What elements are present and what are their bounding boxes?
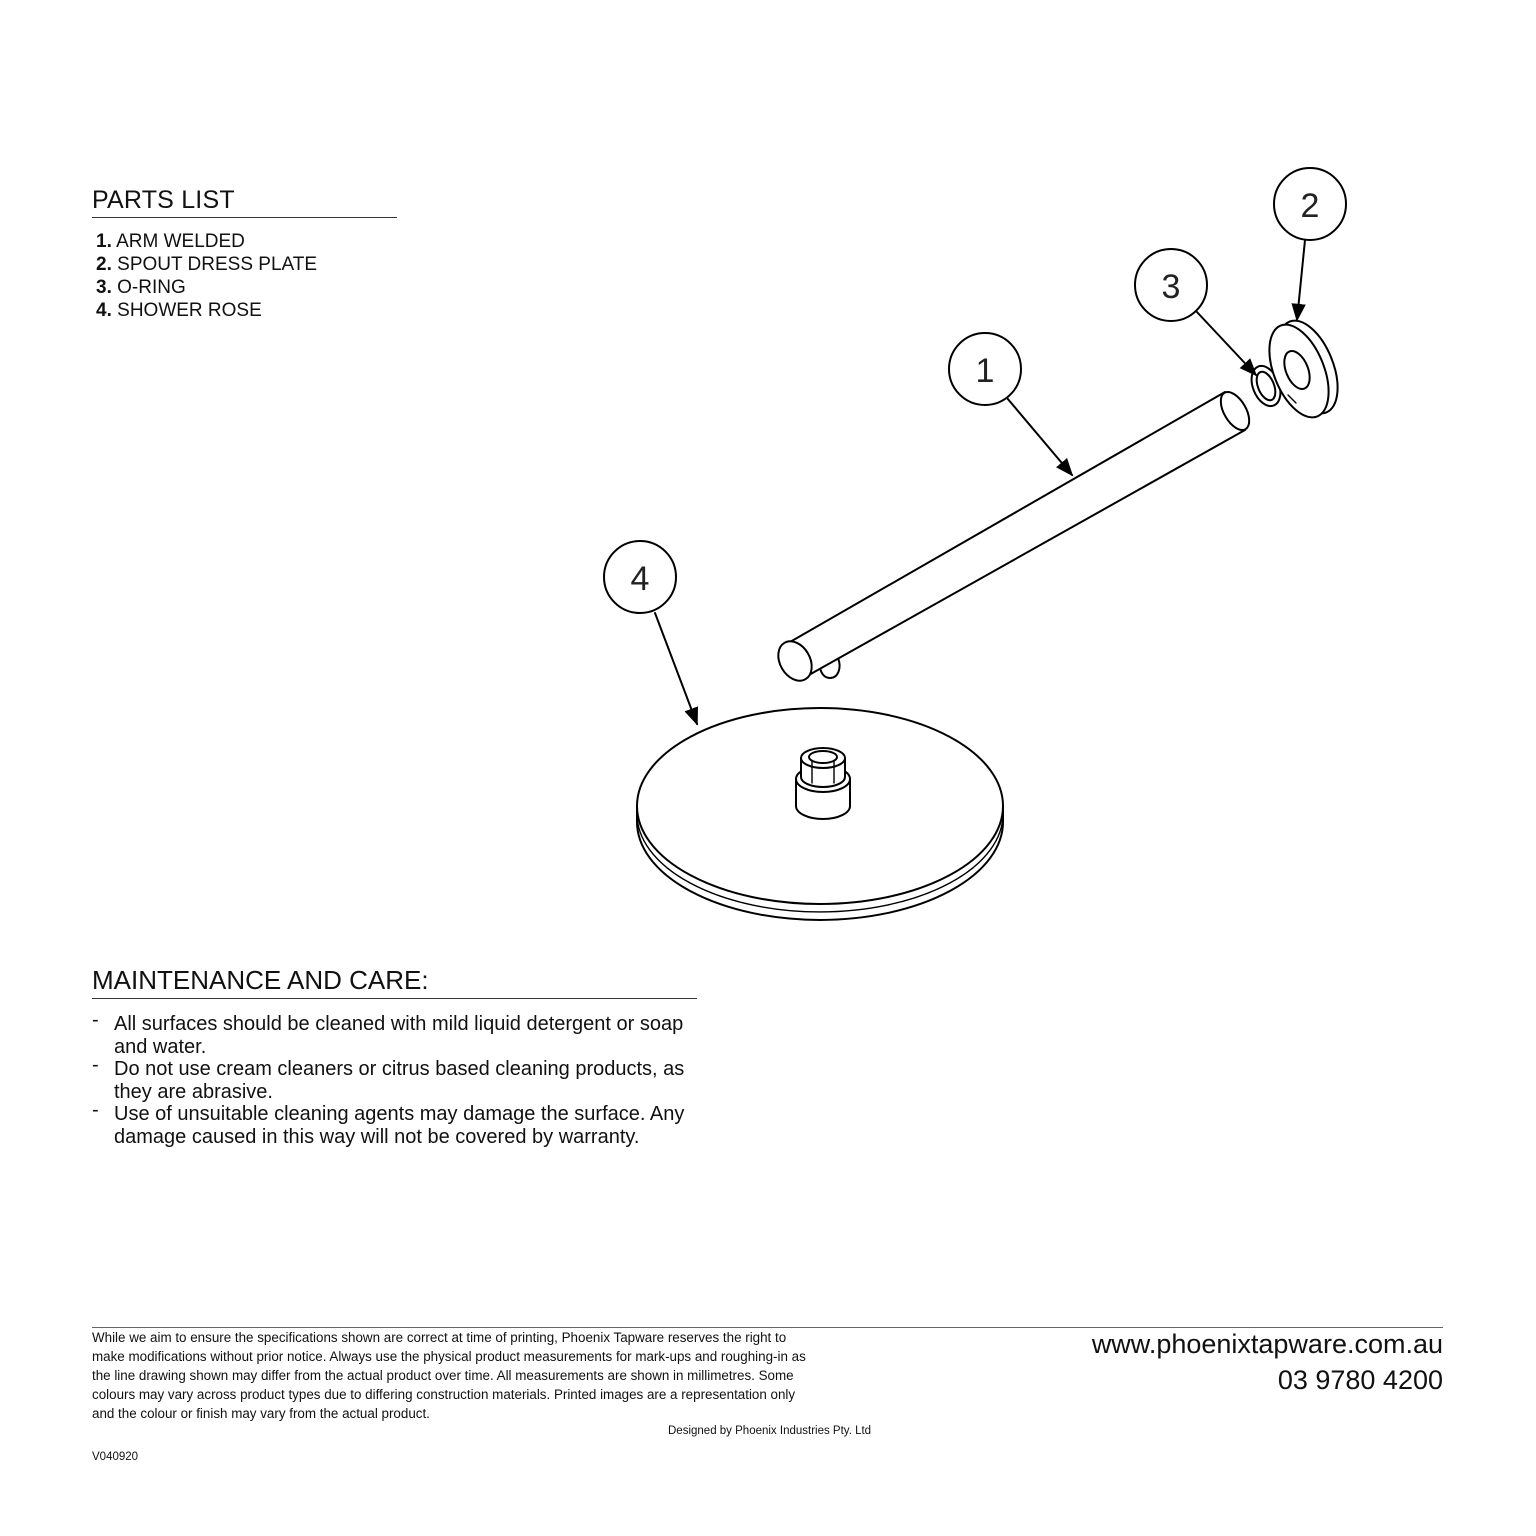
parts-list-item: 4. SHOWER ROSE [96, 300, 262, 321]
maintenance-section: MAINTENANCE AND CARE: -All surfaces shou… [92, 962, 697, 1148]
maintenance-title: MAINTENANCE AND CARE: [92, 962, 697, 999]
contact-block: www.phoenixtapware.com.au 03 9780 4200 [1092, 1326, 1443, 1398]
arm-welded [777, 391, 1251, 682]
footer-divider [92, 1327, 1443, 1328]
callout-4 [603, 540, 699, 726]
callout-3 [1134, 248, 1258, 377]
parts-list-title: PARTS LIST [92, 183, 397, 218]
callout-1 [948, 332, 1074, 477]
parts-list: PARTS LIST 1. ARM WELDED 2. SPOUT DRESS … [92, 183, 397, 322]
parts-list-items: 1. ARM WELDED 2. SPOUT DRESS PLATE 3. O-… [96, 230, 397, 322]
disclaimer-text: While we aim to ensure the specification… [92, 1330, 806, 1421]
spout-dress-plate [1268, 319, 1339, 419]
phone-number: 03 9780 4200 [1277, 1365, 1443, 1395]
shower-rose [636, 707, 1004, 921]
maintenance-item: -Do not use cream cleaners or citrus bas… [92, 1054, 685, 1103]
parts-list-item: 3. O-RING [96, 277, 186, 298]
parts-list-item: 1. ARM WELDED [96, 231, 245, 252]
designed-by: Designed by Phoenix Industries Pty. Ltd [668, 1425, 872, 1437]
callout-label: 3 [1162, 268, 1181, 306]
callout-label: 1 [976, 352, 995, 390]
callout-label: 2 [1301, 187, 1320, 225]
maintenance-item: -All surfaces should be cleaned with mil… [92, 1009, 684, 1058]
parts-list-item: 2. SPOUT DRESS PLATE [96, 254, 318, 275]
maintenance-list: -All surfaces should be cleaned with mil… [92, 1009, 692, 1148]
callout-label: 4 [631, 560, 650, 598]
callout-2 [1273, 167, 1347, 322]
version-code: V040920 [92, 1451, 139, 1463]
website-link[interactable]: www.phoenixtapware.com.au [1091, 1329, 1443, 1359]
maintenance-item: -Use of unsuitable cleaning agents may d… [92, 1099, 685, 1148]
